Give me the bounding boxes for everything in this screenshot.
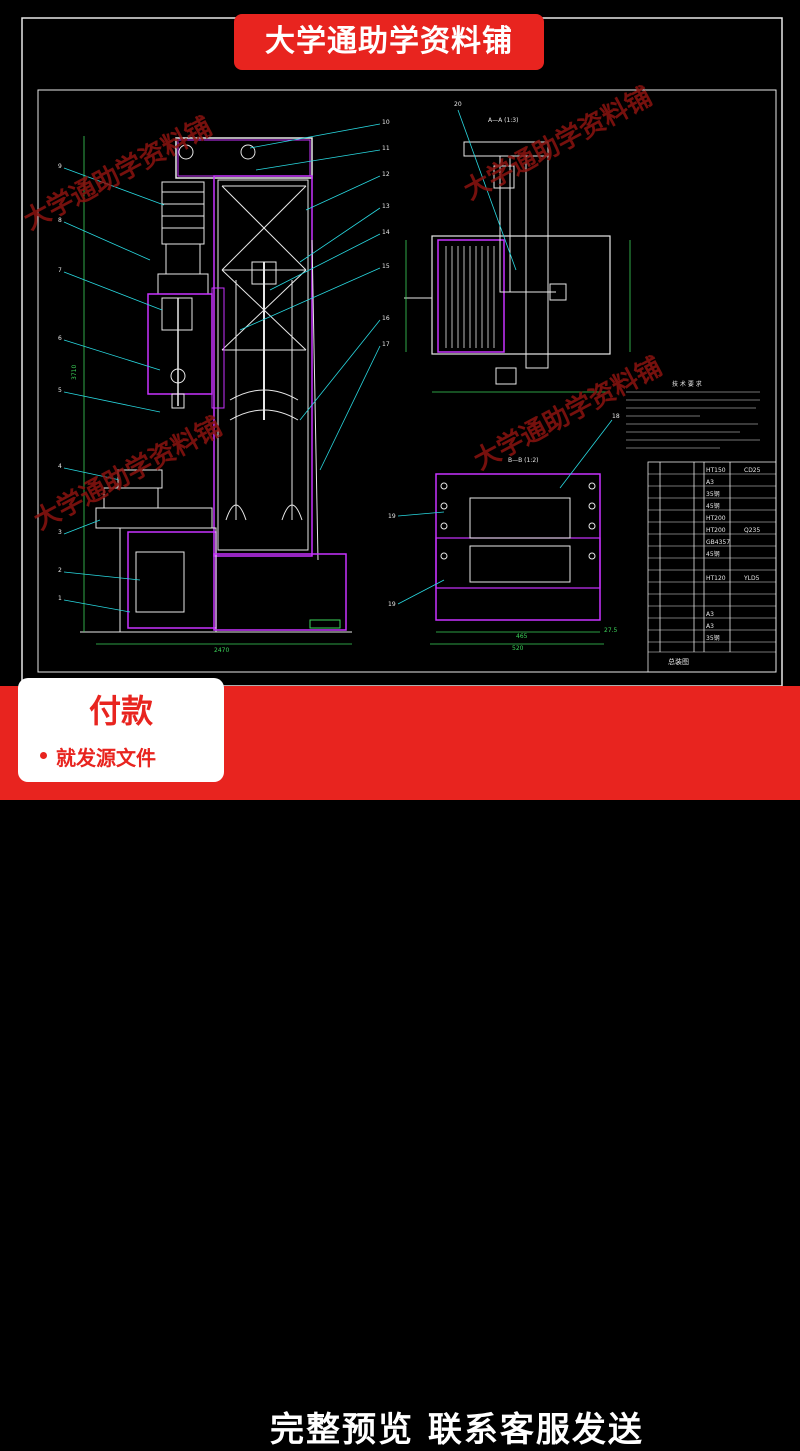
payment-subtitle: 就发源文件 xyxy=(56,746,156,770)
callout-numbers-side: 20 19 18 19 xyxy=(388,101,620,608)
svg-text:45钢: 45钢 xyxy=(706,550,720,558)
svg-text:13: 13 xyxy=(382,203,390,210)
svg-text:17: 17 xyxy=(382,341,390,348)
dimension-width-total: 2470 xyxy=(214,647,229,654)
svg-text:HT150: HT150 xyxy=(706,467,726,474)
svg-text:11: 11 xyxy=(382,145,390,152)
svg-text:HT200: HT200 xyxy=(706,515,726,522)
watermark-3: 大学通助学资料铺 xyxy=(459,81,657,206)
svg-text:A3: A3 xyxy=(706,479,714,486)
drawing-inner-frame xyxy=(37,89,777,673)
svg-text:9: 9 xyxy=(58,163,62,170)
svg-text:20: 20 xyxy=(454,101,462,108)
title-block-rows xyxy=(648,473,776,653)
shop-banner: 大学通助学资料铺 xyxy=(234,14,544,70)
payment-box: 付款 就发源文件 xyxy=(18,678,224,782)
svg-text:3: 3 xyxy=(58,529,62,536)
dimension-bb-width: 520 xyxy=(512,645,524,652)
svg-text:18: 18 xyxy=(612,413,620,420)
section-aa-label: A—A (1:3) xyxy=(488,117,518,124)
svg-text:12: 12 xyxy=(382,171,390,178)
svg-text:CD25: CD25 xyxy=(744,467,761,474)
svg-text:YLD5: YLD5 xyxy=(743,575,760,582)
svg-text:8: 8 xyxy=(58,217,62,224)
svg-text:35钢: 35钢 xyxy=(706,490,720,498)
callout-numbers-left: 9 8 7 6 5 4 3 2 1 xyxy=(58,163,62,602)
promo-text: 完整预览 联系客服发送 xyxy=(270,1410,644,1450)
title-block xyxy=(647,461,777,673)
drawing-name: 总装图 xyxy=(668,657,689,666)
cad-drawing: A—A (1:3) B—B (1:2) 技 术 要 求 总装图 2470 371… xyxy=(19,17,783,687)
svg-text:6: 6 xyxy=(58,335,62,342)
watermark-1: 大学通助学资料铺 xyxy=(19,111,217,236)
callout-leaders-left xyxy=(63,167,165,613)
callout-leaders-right xyxy=(239,123,381,471)
svg-text:4: 4 xyxy=(58,463,62,470)
svg-text:7: 7 xyxy=(58,267,62,274)
svg-text:HT120: HT120 xyxy=(706,575,726,582)
watermarks: 大学通助学资料铺 大学通助学资料铺 大学通助学资料铺 大学通助学资料铺 xyxy=(19,81,667,536)
section-bb-label: B—B (1:2) xyxy=(508,457,538,464)
section-bb-view xyxy=(397,419,613,645)
svg-text:19: 19 xyxy=(388,601,396,608)
machine-front-view xyxy=(80,136,352,645)
svg-text:16: 16 xyxy=(382,315,390,322)
svg-text:15: 15 xyxy=(382,263,390,270)
svg-text:19: 19 xyxy=(388,513,396,520)
svg-text:10: 10 xyxy=(382,119,390,126)
dimension-height-total: 3710 xyxy=(71,365,78,380)
svg-text:35钢: 35钢 xyxy=(706,634,720,642)
callout-numbers-right: 10 11 12 13 14 15 16 17 xyxy=(382,119,390,348)
title-block-materials: HT150 A3 35钢 45钢 HT200 HT200 GB4357 45钢 … xyxy=(706,467,761,642)
svg-text:GB4357: GB4357 xyxy=(706,539,730,546)
bullet-icon xyxy=(40,752,47,759)
notes-title: 技 术 要 求 xyxy=(672,380,702,388)
svg-text:1: 1 xyxy=(58,595,62,602)
watermark-4: 大学通助学资料铺 xyxy=(469,351,667,476)
watermark-2: 大学通助学资料铺 xyxy=(29,411,227,536)
payment-title: 付款 xyxy=(88,692,153,730)
svg-text:Q235: Q235 xyxy=(744,527,760,534)
svg-text:2: 2 xyxy=(58,567,62,574)
svg-text:14: 14 xyxy=(382,229,390,236)
technical-notes xyxy=(626,391,760,449)
svg-text:5: 5 xyxy=(58,387,62,394)
svg-text:HT200: HT200 xyxy=(706,527,726,534)
svg-text:A3: A3 xyxy=(706,611,714,618)
dimension-bb-side: 27.5 xyxy=(604,627,618,634)
svg-text:45钢: 45钢 xyxy=(706,502,720,510)
svg-text:A3: A3 xyxy=(706,623,714,630)
section-aa-view xyxy=(404,109,631,393)
dimension-aa-width: 465 xyxy=(516,633,528,640)
